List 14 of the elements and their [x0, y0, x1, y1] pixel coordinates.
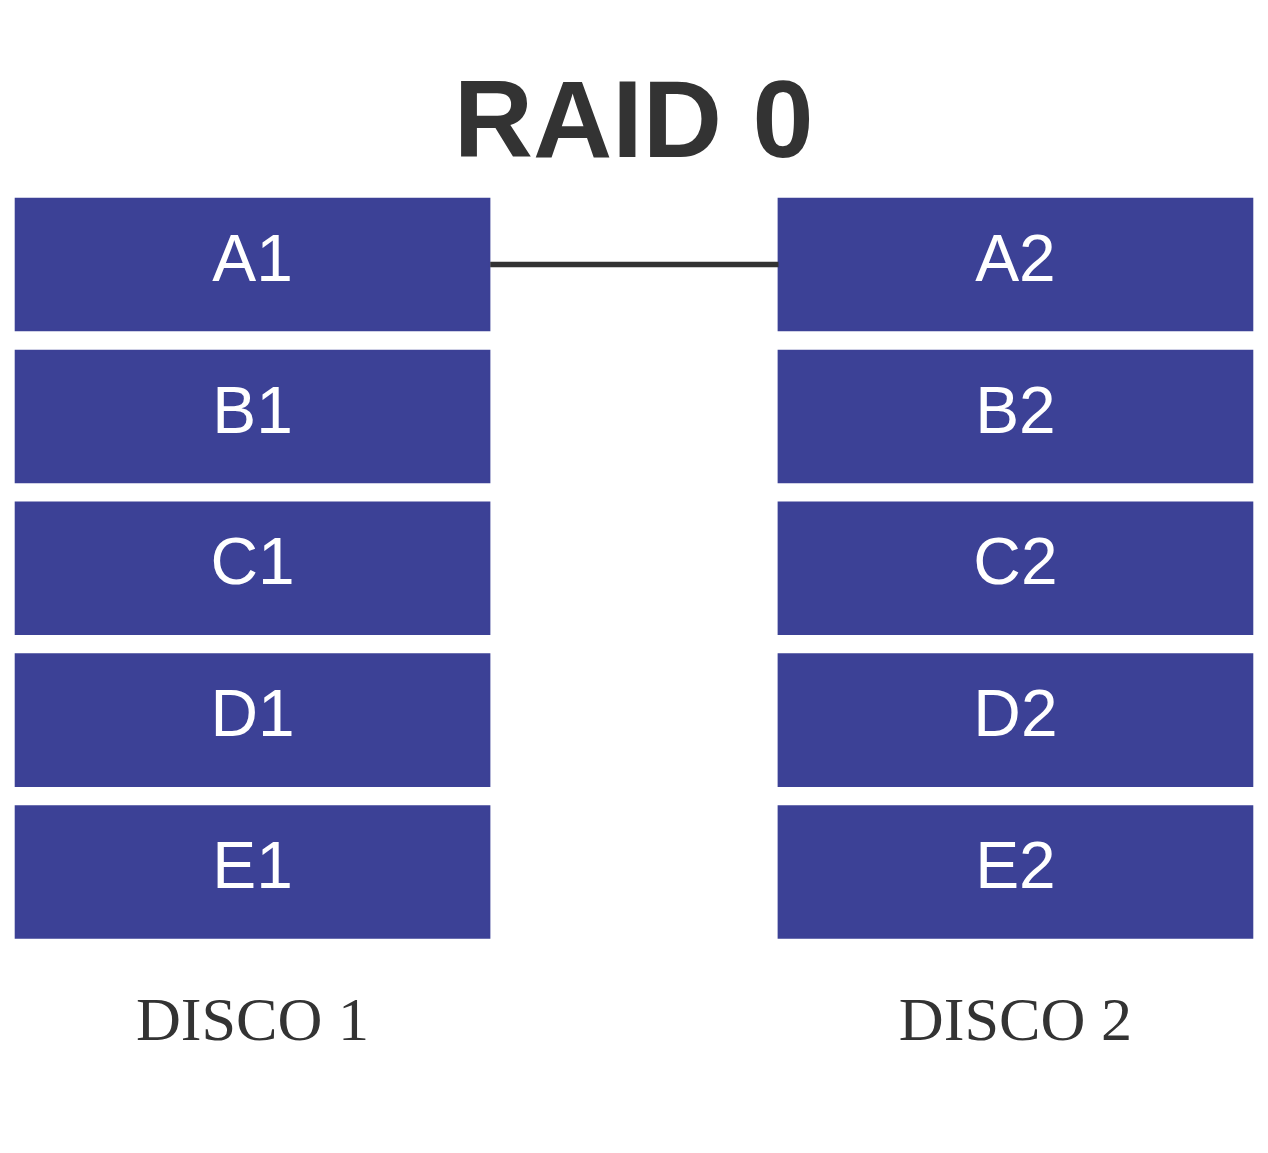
diagram-title: RAID 0	[453, 57, 814, 180]
node-box: C1	[14, 501, 491, 636]
node-box: A1	[14, 197, 491, 332]
node-box: E1	[14, 805, 491, 939]
label: DISCO 1	[135, 984, 370, 1053]
connector	[490, 261, 779, 268]
label: DISCO 2	[898, 984, 1133, 1053]
node-box: C2	[777, 501, 1254, 636]
node-box: B1	[14, 349, 491, 484]
node-box: B2	[777, 349, 1254, 484]
node-box: E2	[777, 805, 1254, 939]
node-box: A2	[777, 197, 1254, 332]
node-box: D2	[777, 653, 1254, 787]
node-box: D1	[14, 653, 491, 787]
